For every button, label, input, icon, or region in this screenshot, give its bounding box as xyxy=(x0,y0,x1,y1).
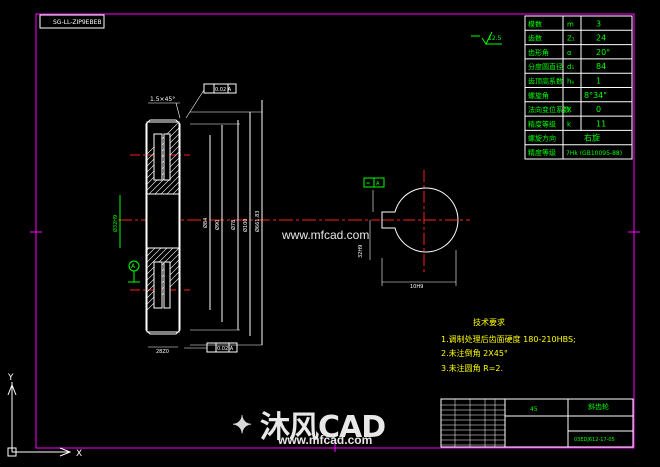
param-label: 齿形角 xyxy=(528,48,549,57)
title-drawing-no: 03EDJ612-17-05 xyxy=(574,437,615,443)
tolerance-bottom: 0.02 A xyxy=(217,346,234,352)
title-part-name: 斜齿轮 xyxy=(588,402,609,411)
svg-text:Ø90: Ø90 xyxy=(214,220,221,230)
param-symbol: d₁ xyxy=(567,63,574,71)
param-label: 齿顶高系数 xyxy=(528,76,563,85)
code-box xyxy=(39,14,105,29)
keyway-view: = A 32H9 10H9 xyxy=(358,170,470,290)
logo-icon: ✦ xyxy=(232,412,253,439)
param-value: 右旋 xyxy=(584,133,600,143)
param-label: 精度等级 xyxy=(528,148,556,157)
param-symbol: m xyxy=(567,20,574,28)
svg-text:X: X xyxy=(76,449,82,459)
svg-text:Ø100: Ø100 xyxy=(242,219,249,232)
param-value: 11 xyxy=(596,119,606,128)
datum-label: A xyxy=(131,263,136,270)
param-label: 螺旋方向 xyxy=(528,134,556,143)
code-rotated: SG-LL-ZIP9EBEB xyxy=(53,19,102,26)
param-label: 分度圆直径 xyxy=(528,62,563,71)
param-symbol: X xyxy=(567,106,572,114)
param-label: 齿数 xyxy=(528,34,542,43)
param-value: 0 xyxy=(596,105,601,114)
param-symbol: k xyxy=(567,120,572,128)
chamfer-label: 1.5×45° xyxy=(150,96,175,103)
svg-text:Ø78: Ø78 xyxy=(230,220,237,230)
tech-req-item-2: 2.未注倒角 2X45° xyxy=(441,348,508,358)
title-material: 45 xyxy=(530,406,538,413)
watermark-url-top: www.mfcad.com xyxy=(282,228,370,242)
tech-req-item-3: 3.未注圆角 R=2. xyxy=(441,363,503,373)
param-symbol: α xyxy=(567,49,572,57)
svg-text:28Z0: 28Z0 xyxy=(156,349,169,355)
param-value: 84 xyxy=(596,62,606,71)
param-value: 1 xyxy=(596,76,601,85)
param-value: 8°34" xyxy=(584,91,607,100)
tolerance-top: 0.02 A xyxy=(215,87,232,93)
gear-section-view: Ø84 Ø90 Ø78 Ø100 Ø661.83 Ø32H9 1.5×45° 0… xyxy=(112,83,380,355)
svg-text:12.5: 12.5 xyxy=(488,35,502,42)
svg-text:Ø84: Ø84 xyxy=(202,218,209,228)
param-label: 模数 xyxy=(528,19,542,28)
param-value: 20° xyxy=(596,48,610,57)
tech-req-item-1: 1.调制处理后齿面硬度 180-210HBS; xyxy=(441,334,576,344)
roughness-symbol: 12.5 xyxy=(471,31,502,45)
svg-text:A: A xyxy=(376,181,380,187)
svg-text:Ø32H9: Ø32H9 xyxy=(112,215,119,232)
svg-text:Ø661.83: Ø661.83 xyxy=(254,211,261,232)
technical-requirements: 技术要求 1.调制处理后齿面硬度 180-210HBS; 2.未注倒角 2X45… xyxy=(441,317,576,373)
param-label: 法向变位系数 xyxy=(528,105,570,114)
watermark-url-bottom: www.mfcad.com xyxy=(278,433,373,447)
keyway-dim: 32H9 xyxy=(358,245,364,258)
param-value: 3 xyxy=(596,19,601,28)
param-symbol: Z₁ xyxy=(567,35,575,43)
param-value: 24 xyxy=(596,34,606,43)
param-label: 螺旋角 xyxy=(528,91,549,100)
param-symbol: hₐ xyxy=(567,77,574,85)
title-block: 斜齿轮 45 03EDJ612-17-05 xyxy=(440,398,634,448)
param-value: 7Hk (GB10095-88) xyxy=(566,150,622,157)
param-label: 精度等级 xyxy=(528,119,556,128)
svg-text:Y: Y xyxy=(7,373,14,383)
keyway-width-dim: 10H9 xyxy=(410,284,423,290)
tech-req-title: 技术要求 xyxy=(473,317,505,327)
parameter-table: 模数 m 3 齿数 Z₁ 24 齿形角 α 20° 分度圆直径 d₁ 84 齿顶高系数 hₐ 1 螺旋角 8°3… xyxy=(524,15,633,160)
svg-text:=: = xyxy=(366,181,370,187)
ucs-icon: Y X xyxy=(7,373,82,459)
watermark-logo: ✦ 沐风CAD xyxy=(232,410,386,445)
